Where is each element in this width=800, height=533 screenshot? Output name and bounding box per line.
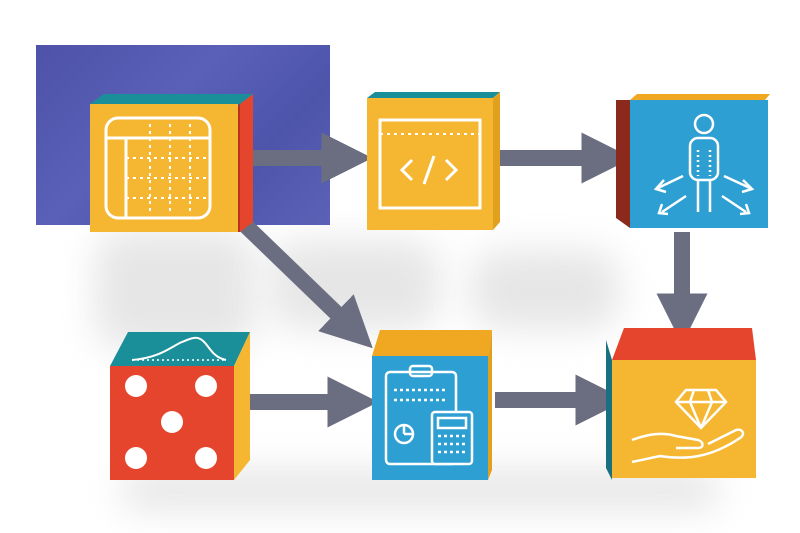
arrow-table-to-report [239,219,373,349]
cube-data-table [90,94,253,232]
person-arrows-icon [653,113,755,216]
table-grid-icon [104,116,212,220]
code-window-icon [378,118,482,210]
dice-distribution-icon [125,336,227,469]
hand-diamond-icon [631,388,745,464]
cube-analysis-report [372,330,492,480]
clipboard-calculator-icon [384,364,474,466]
cube-code-editor [367,92,500,230]
cube-person-deploy [616,94,770,228]
shadow-left [95,230,255,350]
cube-random-dice [110,332,250,480]
shadow-right [470,250,620,330]
cube-value-gem [606,328,756,480]
edge-arrows [239,132,708,428]
